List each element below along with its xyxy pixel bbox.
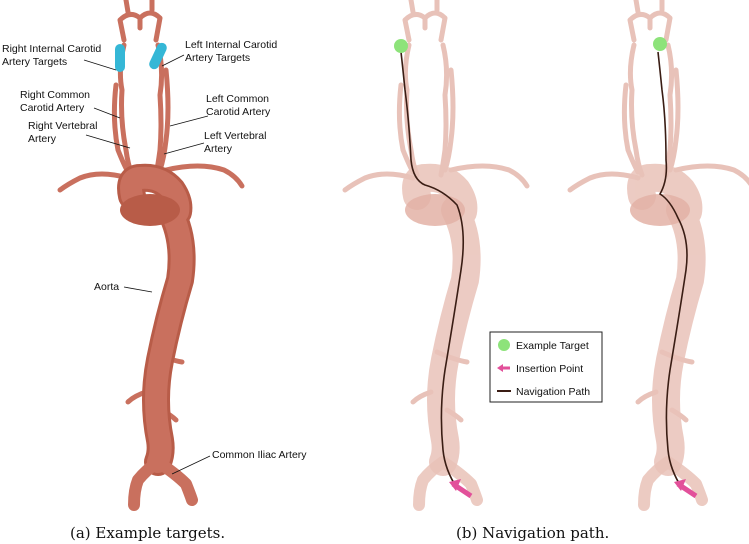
label-right-vertebral-line2: Artery — [28, 133, 57, 145]
label-aorta: Aorta — [94, 281, 119, 293]
right-ica-target — [115, 44, 125, 72]
aortic-root — [120, 194, 180, 226]
legend-insertion-label: Insertion Point — [516, 363, 583, 375]
insertion-arrow-head — [674, 479, 686, 491]
label-left-cca-line2: Carotid Artery — [206, 106, 271, 118]
label-right-ica-line1: Right Internal Carotid — [2, 43, 101, 55]
label-left-cca-line1: Left Common — [206, 93, 269, 105]
navigation-path — [657, 51, 688, 489]
legend-target-swatch — [498, 339, 510, 351]
panel-a: Right Internal Carotid Artery Targets Le… — [2, 0, 307, 542]
label-left-ica-line2: Artery Targets — [185, 52, 250, 64]
label-right-ica-line2: Artery Targets — [2, 56, 67, 68]
caption-a: (a) Example targets. — [70, 524, 225, 542]
label-right-vertebral-line1: Right Vertebral — [28, 120, 97, 132]
navigation-path — [400, 51, 465, 489]
label-left-vertebral-line1: Left Vertebral — [204, 130, 266, 142]
label-left-ica-line1: Left Internal Carotid — [185, 39, 277, 51]
leader-lines — [83, 54, 211, 475]
vascular-model — [60, 0, 242, 505]
example-target-marker — [394, 39, 408, 53]
label-left-vertebral-line2: Artery — [204, 143, 233, 155]
left-ica-target — [149, 42, 167, 70]
legend-path-label: Navigation Path — [516, 386, 590, 398]
legend-target-label: Example Target — [516, 340, 589, 352]
legend: Example Target Insertion Point Navigatio… — [489, 331, 603, 403]
example-target-marker — [653, 37, 667, 51]
label-common-iliac: Common Iliac Artery — [212, 449, 307, 461]
label-right-cca-line1: Right Common — [20, 89, 90, 101]
label-right-cca-line2: Carotid Artery — [20, 102, 85, 114]
panel-b-right-model — [570, 0, 749, 505]
caption-b: (b) Navigation path. — [456, 524, 609, 542]
insertion-arrow-head — [449, 479, 461, 491]
panel-b-left-model — [345, 0, 527, 505]
